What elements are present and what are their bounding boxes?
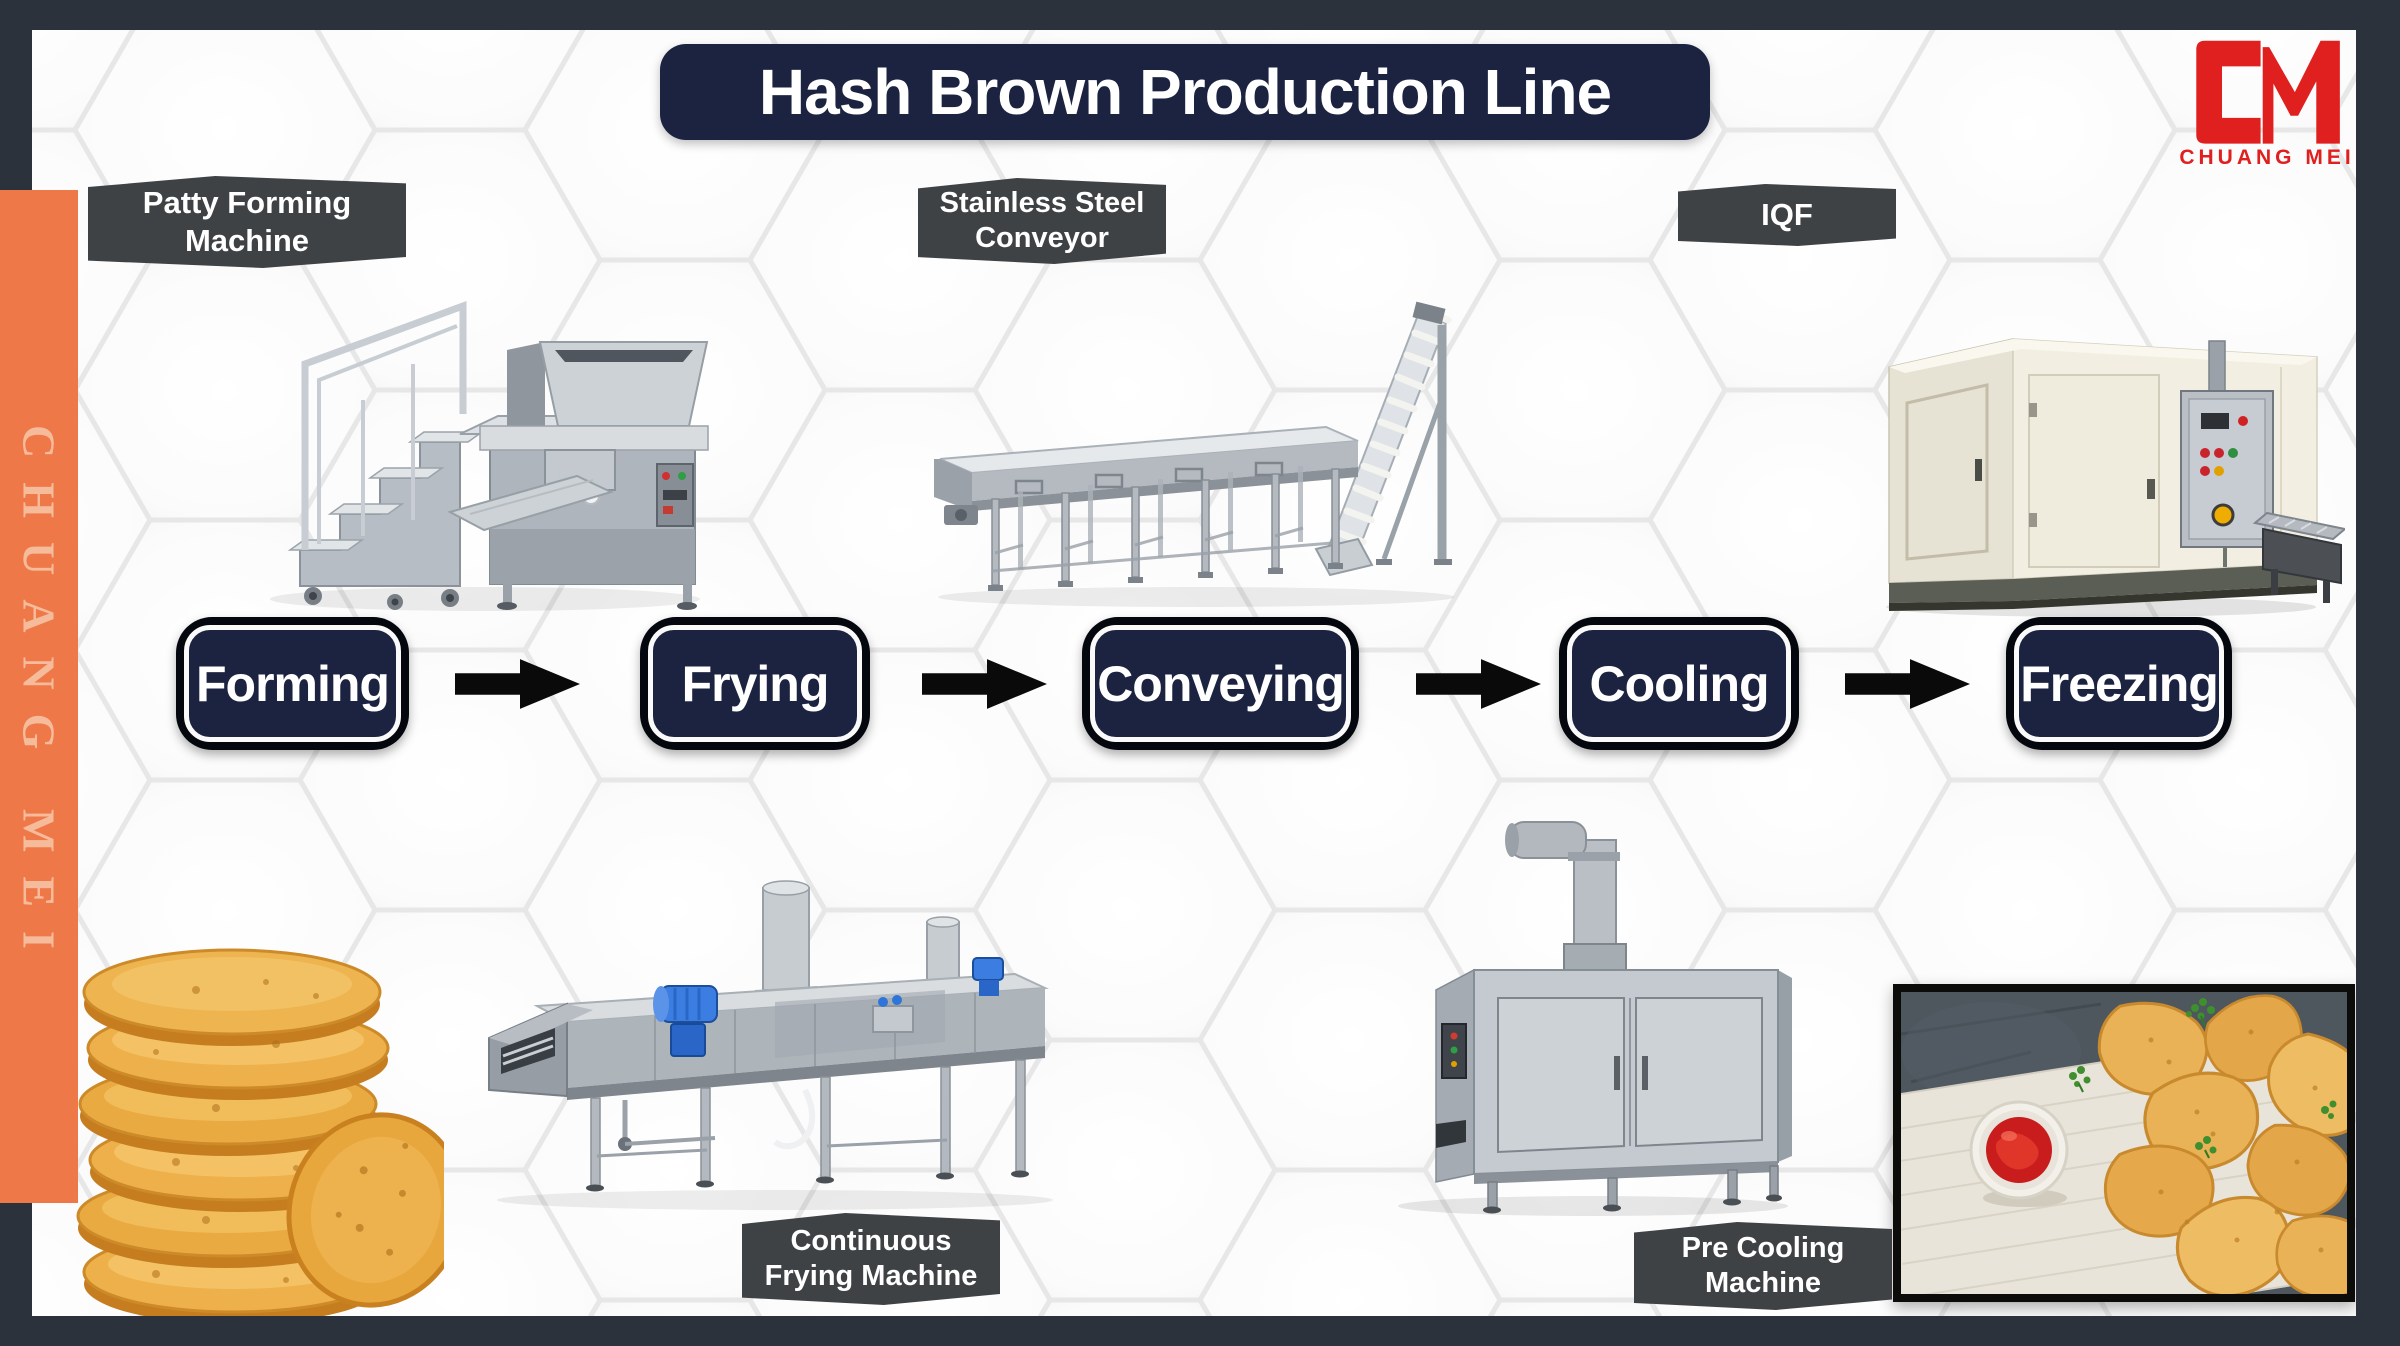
patty-forming-machine-image: [270, 300, 709, 611]
hash-brown-stack-image: [76, 948, 444, 1318]
flow-step-conveying: Conveying: [1082, 617, 1359, 750]
flow-step-label: Freezing: [2020, 655, 2219, 712]
label-line: Pre Cooling: [1681, 1231, 1845, 1264]
label-line: Conveyor: [975, 222, 1109, 254]
frame-right-bar: [2356, 0, 2400, 1346]
sidebar-vertical-text: CHUANG MEI: [13, 425, 65, 973]
label-continuous-frying-machine: Continuous Frying Machine: [742, 1213, 1000, 1305]
label-line: IQF: [1761, 197, 1813, 233]
flow-step-forming: Forming: [176, 617, 409, 750]
flow-step-label: Conveying: [1097, 655, 1345, 712]
page-title: Hash Brown Production Line: [660, 44, 1710, 140]
pre-cooling-machine-image: [1398, 821, 1792, 1216]
label-stainless-steel-conveyor: Stainless Steel Conveyor: [918, 178, 1166, 264]
continuous-frying-machine-image: [488, 880, 1053, 1210]
stainless-steel-conveyor-image: [934, 301, 1454, 607]
flow-step-cooling: Cooling: [1559, 617, 1799, 750]
logo-name: CHUANG MEI: [2179, 146, 2355, 169]
flow-step-label: Frying: [681, 655, 830, 712]
iqf-freezer-image: [1886, 338, 2345, 617]
label-line: Frying Machine: [764, 1260, 978, 1292]
flow-step-frying: Frying: [640, 617, 870, 750]
cm-monogram-icon: [2196, 40, 2340, 144]
label-line: Machine: [1704, 1267, 1822, 1299]
label-iqf: IQF: [1678, 184, 1896, 246]
label-pre-cooling-machine: Pre Cooling Machine: [1634, 1222, 1892, 1310]
chuang-mei-logo: CHUANG MEI: [2178, 36, 2356, 178]
page-title-text: Hash Brown Production Line: [758, 56, 1612, 128]
frame-top-bar: [0, 0, 2400, 30]
label-line: Patty Forming: [142, 185, 352, 221]
flow-step-label: Cooling: [1589, 655, 1769, 712]
flow-step-freezing: Freezing: [2006, 617, 2232, 750]
label-patty-forming-machine: Patty Forming Machine: [88, 176, 406, 268]
label-line: Continuous: [790, 1224, 952, 1257]
frame-bottom-bar: [0, 1316, 2400, 1346]
frame-left-top-corner: [0, 0, 32, 190]
frame-left-bottom-corner: [0, 1203, 32, 1346]
label-line: Machine: [184, 223, 310, 258]
sidebar-brand-strip: CHUANG MEI: [0, 190, 78, 1203]
hash-brown-photo: [1868, 982, 2391, 1346]
label-line: Stainless Steel: [939, 186, 1145, 219]
flow-step-label: Forming: [196, 655, 390, 712]
